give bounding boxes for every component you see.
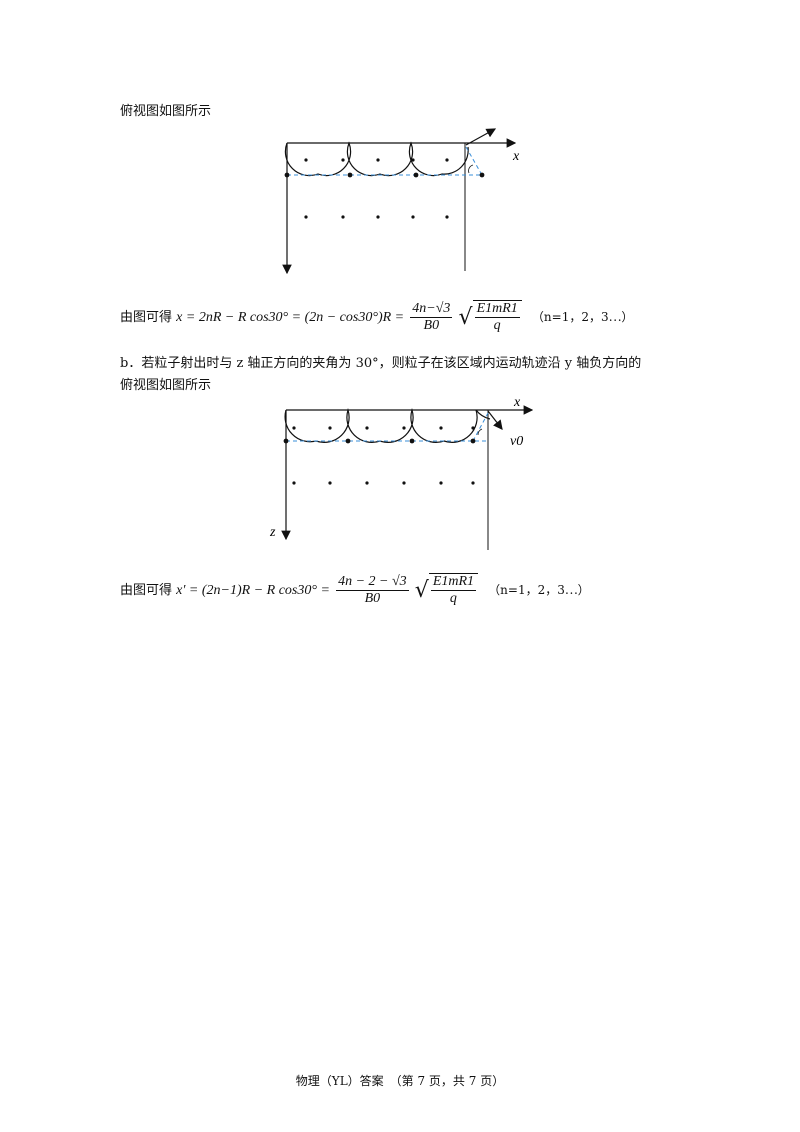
exit-velocity-arrow bbox=[487, 410, 503, 430]
eq2-frac-den: B0 bbox=[364, 591, 381, 606]
figure-caption-1: 俯视图如图所示 bbox=[120, 104, 212, 119]
eq2-prefix: 由图可得 bbox=[120, 583, 173, 598]
z-axis-label: z bbox=[269, 525, 276, 540]
eq1-sqrt-num: E1mR1 bbox=[474, 301, 520, 318]
eq1-lhs: x = 2nR − R cos30° = (2n − cos30°)R = bbox=[176, 310, 405, 325]
trajectory-arcs bbox=[284, 407, 491, 443]
paragraph-b: b．若粒子射出时与 z 轴正方向的夹角为 30°，则粒子在该区域内运动轨迹沿 y… bbox=[120, 356, 642, 371]
eq1-frac-num: 4n−√3 bbox=[410, 301, 453, 318]
dashed-radius-line bbox=[472, 412, 489, 442]
eq2-sqrt-num: E1mR1 bbox=[430, 574, 477, 591]
exit-velocity-arrow bbox=[465, 128, 497, 146]
figure-caption-2: 俯视图如图所示 bbox=[120, 378, 212, 393]
angle-mark bbox=[468, 164, 474, 174]
equation-1: 由图可得 x = 2nR − R cos30° = (2n − cos30°)R… bbox=[120, 300, 634, 333]
page-footer: 物理（YL）答案 （第 7 页，共 7 页） bbox=[295, 1074, 505, 1088]
field-dots bbox=[284, 158, 485, 219]
eq1-prefix: 由图可得 bbox=[120, 310, 173, 325]
field-dots bbox=[283, 426, 476, 485]
eq2-condition: （n=1，2，3⋯） bbox=[488, 583, 590, 597]
eq1-condition: （n=1，2，3⋯） bbox=[531, 310, 634, 324]
eq2-frac-num: 4n − 2 − √3 bbox=[336, 574, 409, 591]
equation-2: 由图可得 x′ = (2n−1)R − R cos30° = 4n − 2 − … bbox=[120, 573, 590, 606]
velocity-label: v0 bbox=[510, 434, 523, 449]
eq2-lhs: x′ = (2n−1)R − R cos30° = bbox=[176, 583, 330, 598]
eq1-sqrt-den: q bbox=[493, 318, 501, 333]
eq1-frac-den: B0 bbox=[423, 318, 440, 333]
angle-mark bbox=[477, 428, 483, 436]
x-axis-label: x bbox=[513, 395, 521, 410]
eq2-sqrt-den: q bbox=[449, 591, 457, 606]
dashed-radius-line bbox=[465, 146, 483, 176]
x-axis-label: x bbox=[512, 149, 520, 164]
trajectory-figure-2: x z v0 bbox=[269, 395, 534, 550]
trajectory-figure-1: x bbox=[282, 128, 520, 275]
